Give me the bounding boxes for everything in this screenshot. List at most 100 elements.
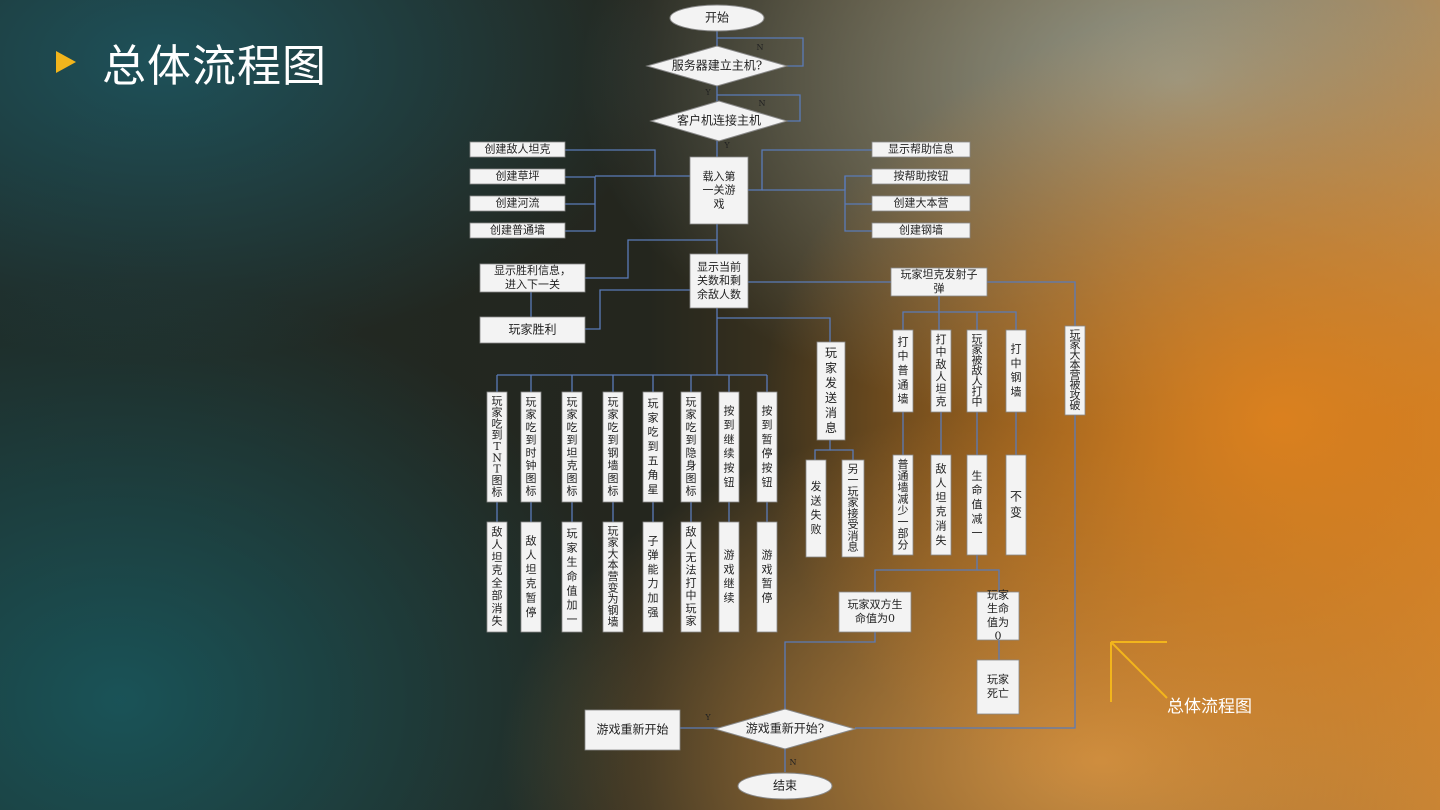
node-label: 创建河流 [496, 196, 540, 210]
node-label: 营 [1070, 368, 1081, 382]
node-box [890, 267, 988, 297]
node-label: 被 [1070, 379, 1081, 392]
node-label: 生 [567, 555, 578, 569]
node-label: 不 [1010, 490, 1022, 504]
node-label: 生 [972, 468, 983, 482]
node-label: 弹 [648, 548, 659, 562]
node-label: 受 [848, 518, 859, 531]
node-label: 打 [898, 334, 909, 348]
node-label: 打 [936, 332, 947, 346]
node-box [805, 459, 827, 558]
connector-line [717, 37, 804, 67]
node-label: 消 [936, 518, 947, 532]
node-label: 吃 [648, 426, 659, 439]
node-label: 命值为0 [855, 611, 895, 625]
node-label: 克 [936, 395, 947, 408]
node-label: 克 [492, 564, 503, 577]
node-box [486, 391, 508, 503]
node-label: 失 [492, 615, 503, 628]
connector-line [830, 449, 854, 460]
node-label: 被 [972, 353, 983, 366]
node-label: 克 [567, 459, 578, 472]
node-label: 玩家双方生 [848, 597, 903, 611]
node-label: 到 [686, 434, 697, 447]
node-label: 余敌人数 [697, 287, 741, 301]
node-label: 家 [686, 407, 697, 421]
node-label: 消 [848, 528, 859, 542]
node-label: 人 [686, 538, 697, 551]
node-label: 戏 [762, 563, 773, 576]
node-client-decision [649, 100, 789, 142]
node-label: 中 [1011, 357, 1022, 370]
node-label: 图 [492, 474, 503, 487]
node-label: 人 [492, 538, 503, 551]
node-label: 暂 [762, 433, 773, 446]
node-win-info: 显示胜利信息，进入下一关 [479, 263, 586, 293]
node-label: 到 [762, 419, 773, 432]
node-label: 创建草坪 [496, 169, 540, 183]
node-label: 玩 [567, 527, 578, 540]
node-label: 通 [898, 469, 909, 482]
node-label: 坦 [936, 490, 947, 504]
node-label: 一 [848, 474, 859, 487]
node-label: 攻 [1070, 388, 1081, 402]
node-label: 一 [898, 515, 909, 528]
node-label: 玩家 [987, 587, 1009, 601]
node-box [871, 222, 971, 239]
node-label: 力 [648, 577, 659, 590]
node-label: 大 [1070, 347, 1081, 361]
node-label: 分 [898, 538, 909, 551]
node-label: 玩 [825, 346, 837, 360]
node-label: 图 [686, 472, 697, 485]
connector-line [814, 440, 831, 460]
node-create-enemy: 创建敌人坦克 [469, 142, 566, 158]
connector-line [717, 94, 801, 122]
node-label: T [493, 440, 501, 453]
node-label: 时 [526, 446, 537, 459]
node-label: 玩家坦克发射子 [901, 267, 978, 281]
node-label: 中 [898, 350, 909, 363]
node-label: 按 [762, 460, 773, 474]
node-box [930, 329, 952, 413]
node-label: 少 [898, 504, 909, 517]
node-label: 标 [567, 484, 578, 498]
node-box [1005, 329, 1027, 413]
slide-title: 总体流程图 [56, 34, 327, 92]
node-label: 玩 [648, 397, 659, 410]
node-label: 玩 [608, 525, 619, 538]
connector-line [874, 555, 978, 592]
node-label: 人 [526, 549, 537, 562]
figure-caption: 总体流程图 [1167, 697, 1252, 716]
node-label: 游戏重新开始? [746, 721, 824, 736]
node-label: 吃 [608, 421, 619, 434]
node-label: 家 [567, 540, 578, 554]
node-create-base: 创建大本营 [871, 196, 971, 212]
node-label: 敌 [686, 524, 697, 538]
node-label: 一 [972, 527, 983, 540]
node-box [689, 156, 749, 225]
node-label: 消 [825, 406, 837, 420]
node-box [479, 316, 586, 344]
node-box [479, 263, 586, 293]
node-box [718, 521, 740, 633]
node-label: 值 [972, 498, 983, 511]
node-label: 敌 [972, 363, 983, 377]
node-label: 败 [811, 522, 822, 536]
edge-label-yes: Y [704, 713, 711, 722]
node-label: 停 [762, 590, 773, 604]
node-label: 玩家 [987, 672, 1009, 686]
node-label: 破 [1070, 398, 1081, 412]
node-box [520, 391, 542, 503]
node-label: 敌 [526, 533, 537, 547]
